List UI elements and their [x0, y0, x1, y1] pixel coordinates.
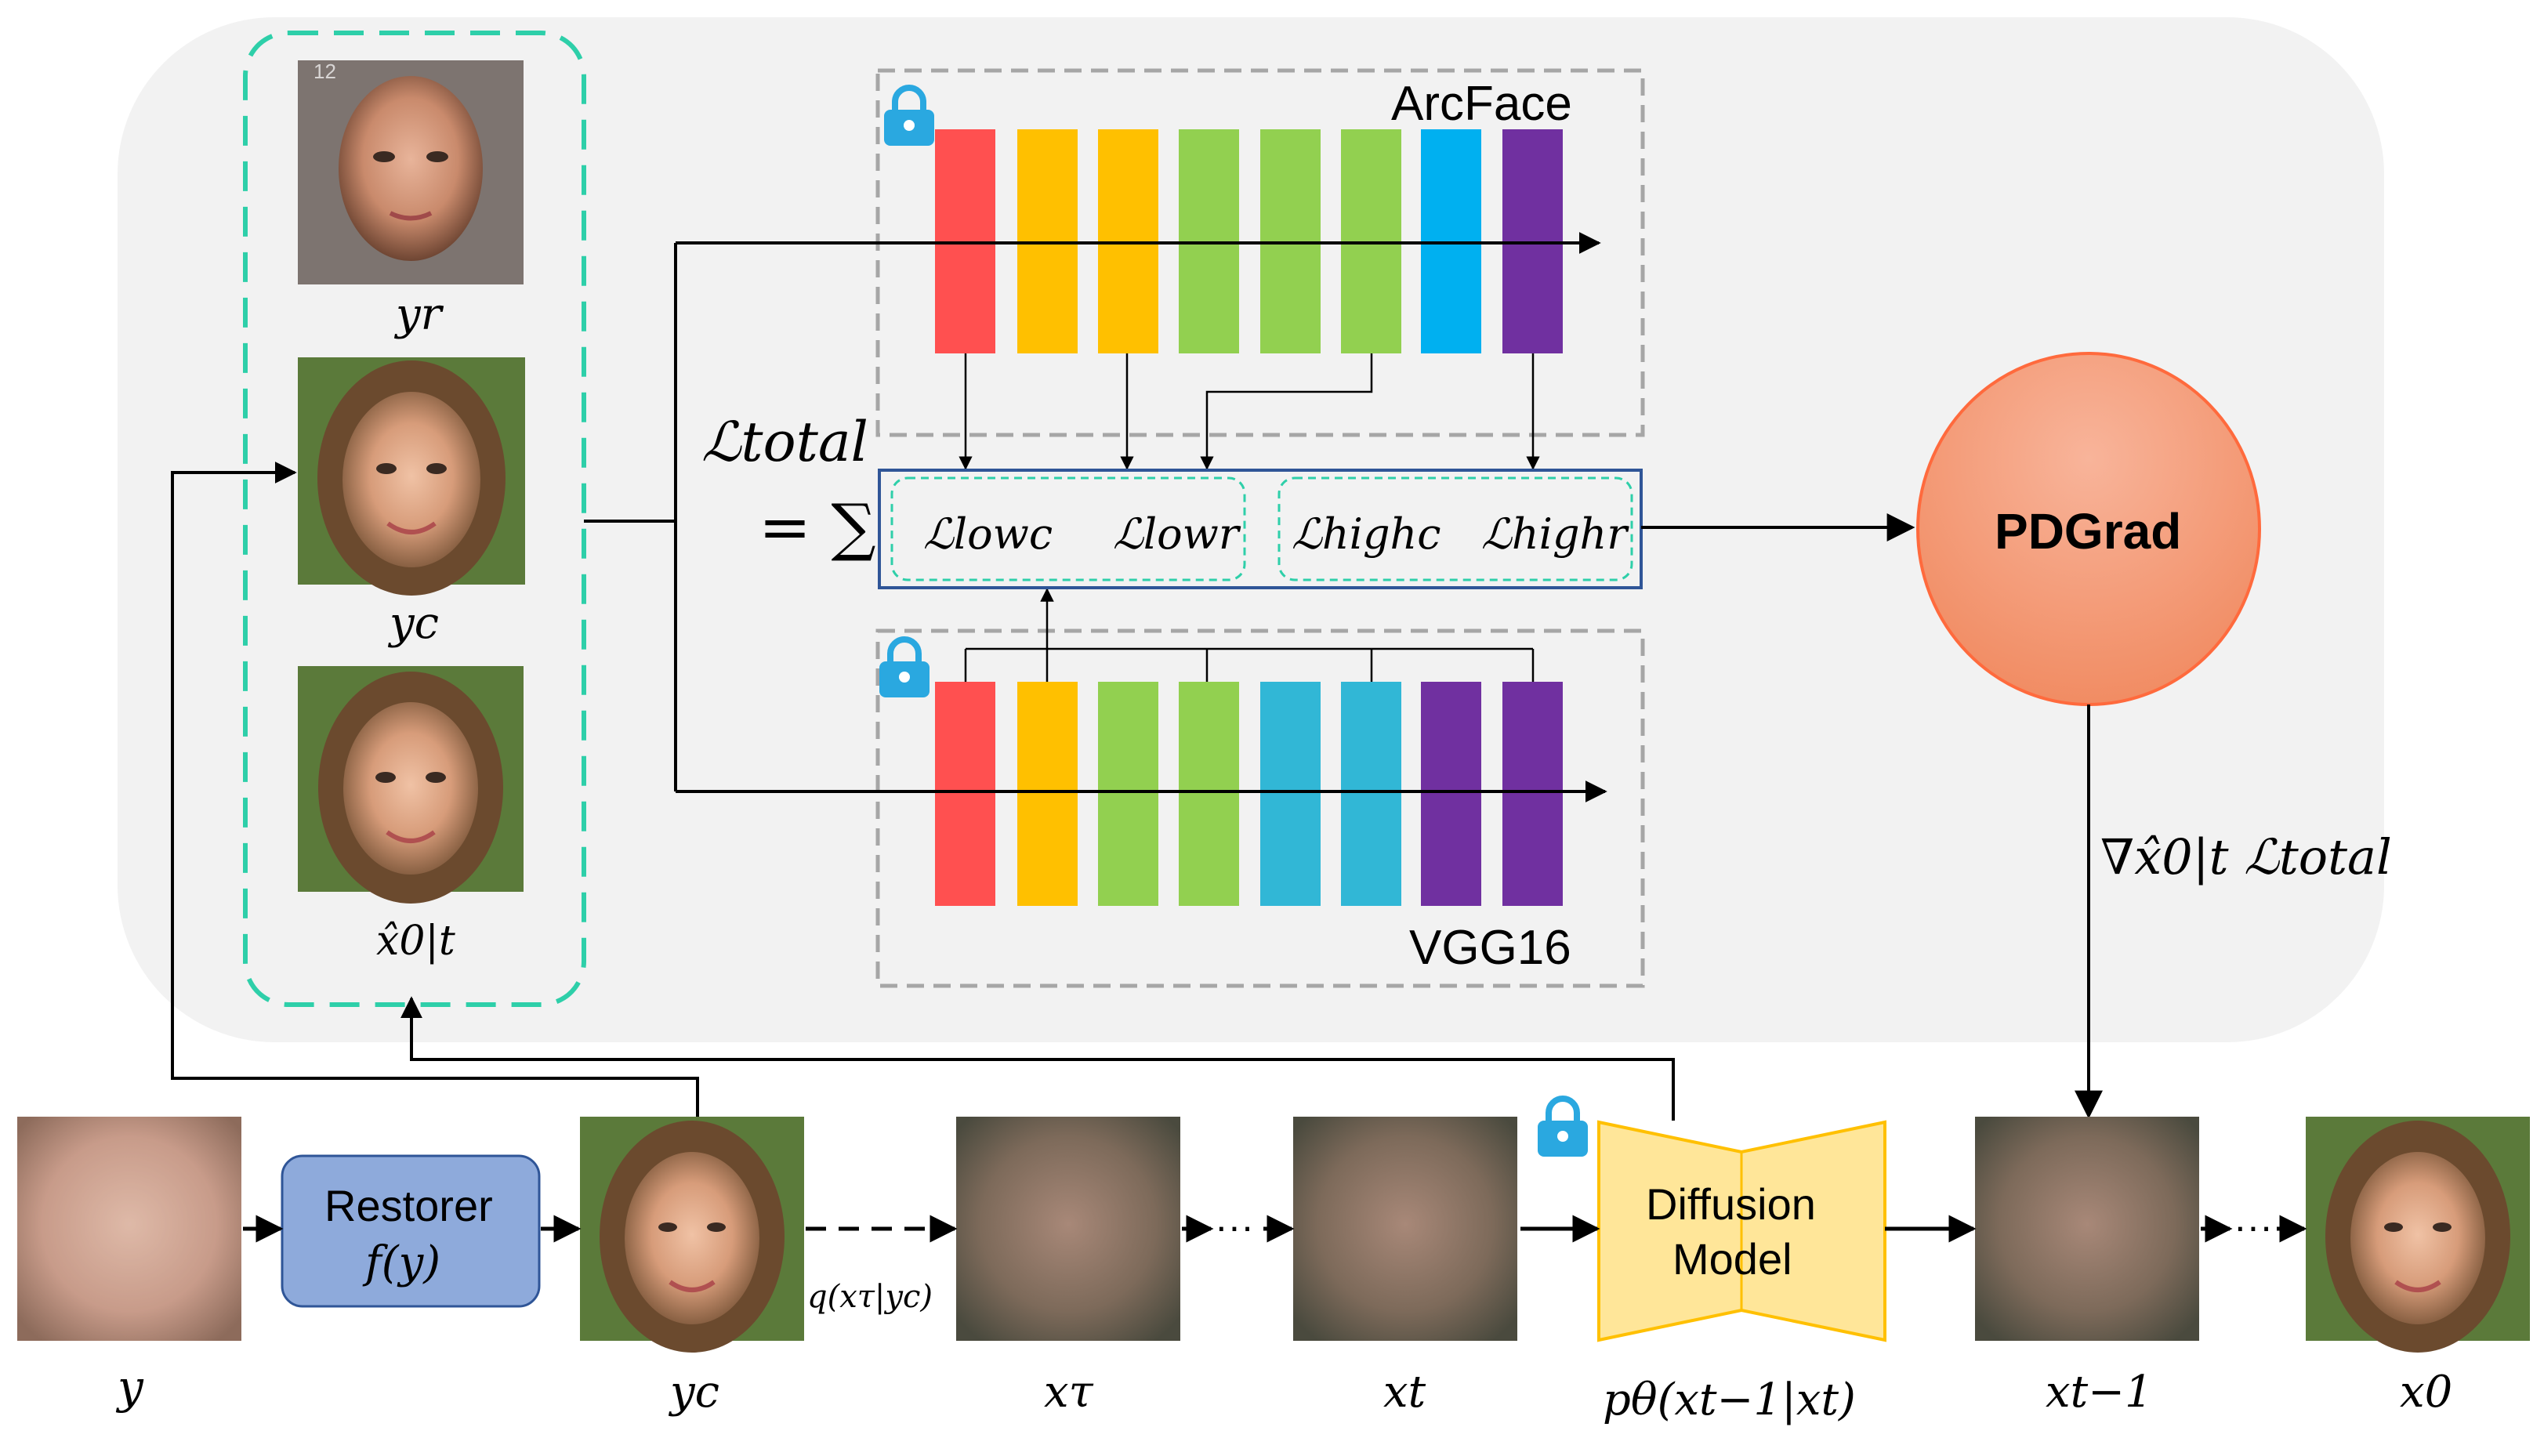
vgg16-layers [935, 682, 1563, 906]
low-loss-group [890, 476, 1246, 581]
loss-total-label: ℒtotal [701, 410, 868, 474]
yr-image: 12 [298, 60, 524, 284]
vgg16-layer-7 [1421, 682, 1481, 906]
encoder-feed-lines [584, 232, 1607, 802]
lock-icon [1538, 1096, 1588, 1157]
vgg16-title: VGG16 [1409, 921, 1571, 975]
gradient-label: ∇x̂0|t ℒtotal [2100, 828, 2392, 886]
x-t-image [1293, 1117, 1517, 1341]
loss-low-c: ℒlowc [923, 509, 1053, 559]
y-label: y [115, 1360, 144, 1414]
yc-image-bottom [580, 1117, 804, 1353]
diffusion-label-2: Model [1672, 1234, 1792, 1284]
x0t-label: x̂0|t [376, 918, 455, 965]
vgg16-box [875, 628, 1645, 988]
arcface-title: ArcFace [1391, 77, 1572, 131]
x-t1-label: xt−1 [2046, 1367, 2153, 1418]
loss-box [878, 469, 1643, 589]
x-tau-image [956, 1117, 1180, 1341]
x-t1-image [1975, 1117, 2199, 1341]
loss-sum: = ∑ [759, 491, 876, 563]
yc-label-bottom: yc [668, 1367, 719, 1418]
diffusion-label-1: Diffusion [1646, 1179, 1816, 1229]
yc-image-top [298, 357, 525, 596]
dots-1: ··· [1215, 1204, 1254, 1248]
arcface-box [875, 68, 1645, 437]
x-t-label: xt [1383, 1367, 1426, 1418]
x-0-image [2306, 1117, 2530, 1353]
vgg16-layer-8 [1502, 682, 1563, 906]
vgg16-layer-6 [1341, 682, 1401, 906]
loss-high-r: ℒhighr [1481, 509, 1629, 559]
vgg16-taps [964, 588, 1535, 682]
q-label: q(xτ|yc) [807, 1279, 933, 1315]
dots-2: ··· [2234, 1204, 2273, 1248]
vgg16-layer-1 [935, 682, 995, 906]
y-image [17, 1117, 241, 1341]
x0t-image [298, 666, 524, 904]
vgg16-layer-3 [1098, 682, 1158, 906]
arcface-taps [959, 353, 1540, 470]
restorer-label: Restorer [324, 1181, 493, 1230]
yr-label: yr [393, 289, 444, 340]
pdgrad-label: PDGrad [1995, 503, 2181, 560]
vgg16-layer-4 [1179, 682, 1239, 906]
vgg16-layer-5 [1260, 682, 1321, 906]
lock-icon [884, 85, 934, 146]
vgg16-layer-2 [1017, 682, 1078, 906]
svg-text:12: 12 [313, 60, 336, 83]
yc-label-top: yc [387, 598, 439, 649]
x-tau-label: xτ [1044, 1367, 1094, 1418]
loss-low-r: ℒlowr [1113, 509, 1241, 559]
lock-icon [879, 636, 930, 697]
restorer-fn: f(y) [362, 1237, 440, 1288]
p-theta-label: pθ(xt−1|xt) [1603, 1375, 1856, 1425]
loss-high-c: ℒhighc [1292, 509, 1441, 559]
high-loss-group [1277, 476, 1633, 581]
x-0-label: x0 [2400, 1367, 2452, 1418]
feedback-lines [171, 462, 1675, 1121]
